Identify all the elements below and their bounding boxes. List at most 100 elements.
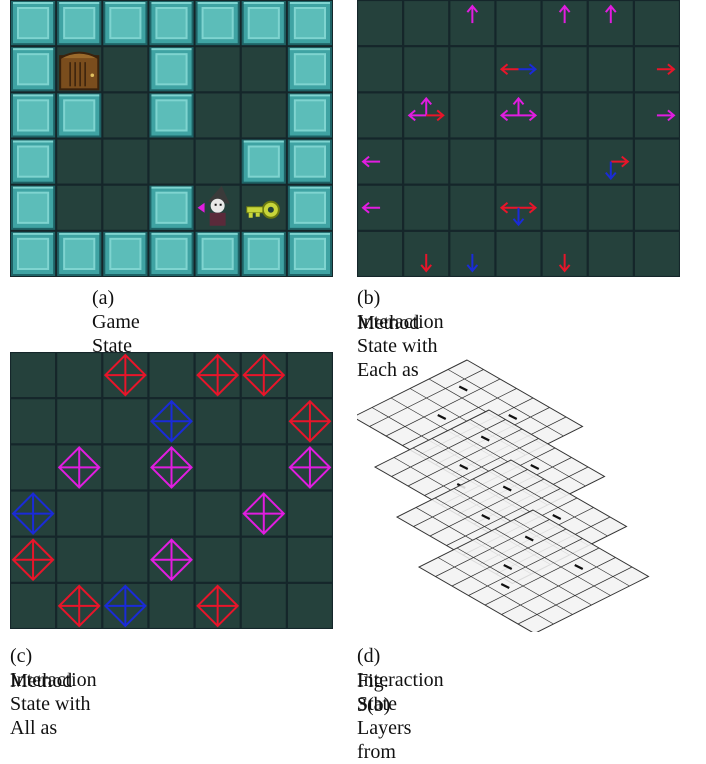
grid-cell (103, 139, 148, 184)
grid-cell (404, 185, 449, 230)
grid-cell (496, 231, 541, 276)
grid-cell (241, 399, 286, 444)
wall-tile (11, 1, 55, 45)
wall-tile (149, 47, 193, 91)
wall-tile (103, 232, 147, 276)
wall-tile (288, 140, 332, 184)
grid-cell (358, 1, 403, 46)
interaction-each-grid (357, 0, 680, 277)
grid-cell (103, 537, 148, 582)
grid-cell (241, 583, 286, 628)
wall-tile (57, 1, 101, 45)
grid-cell (57, 139, 102, 184)
grid-cell (241, 445, 286, 490)
grid-cell (358, 47, 403, 92)
caption-d-line2: Fig. 3(b) (357, 669, 390, 717)
wall-tile (242, 140, 286, 184)
grid-cell (149, 139, 194, 184)
grid-cell (542, 139, 587, 184)
grid-cell (358, 93, 403, 138)
grid-cell (195, 47, 240, 92)
grid-cell (287, 583, 332, 628)
wall-tile (103, 1, 147, 45)
wall-tile (288, 93, 332, 137)
grid-cell (450, 185, 495, 230)
grid-cell (103, 445, 148, 490)
grid-cell (195, 139, 240, 184)
grid-cell (195, 399, 240, 444)
wall-tile (11, 232, 55, 276)
grid-cell (542, 47, 587, 92)
grid-cell (404, 1, 449, 46)
grid-cell (241, 47, 286, 92)
grid-cell (542, 185, 587, 230)
grid-cell (103, 399, 148, 444)
caption-c-line2: Method (10, 669, 72, 693)
grid-cell (287, 353, 332, 398)
grid-cell (542, 93, 587, 138)
wall-tile (11, 186, 55, 230)
grid-cell (358, 231, 403, 276)
wall-tile (11, 93, 55, 137)
grid-cell (287, 537, 332, 582)
grid-cell (11, 353, 56, 398)
grid-cell (588, 231, 633, 276)
caption-a: (a) Game State (92, 286, 140, 358)
grid-cell (496, 1, 541, 46)
grid-cell (57, 185, 102, 230)
wall-tile (57, 232, 101, 276)
grid-cell (588, 47, 633, 92)
grid-cell (634, 139, 679, 184)
grid-cell (287, 491, 332, 536)
grid-cell (450, 47, 495, 92)
wall-tile (149, 232, 193, 276)
wall-tile (288, 1, 332, 45)
grid-cell (588, 93, 633, 138)
grid-cell (450, 139, 495, 184)
grid-cell (195, 491, 240, 536)
grid-cell (634, 231, 679, 276)
wall-tile (11, 140, 55, 184)
grid-cell (11, 399, 56, 444)
grid-cell (634, 185, 679, 230)
wall-tile (288, 186, 332, 230)
grid-cell (57, 537, 102, 582)
wall-tile (242, 232, 286, 276)
wall-tile (149, 93, 193, 137)
door-icon (60, 53, 98, 90)
grid-cell (57, 399, 102, 444)
wall-tile (57, 93, 101, 137)
wall-tile (149, 1, 193, 45)
grid-cell (450, 93, 495, 138)
game-state-grid (10, 0, 333, 277)
grid-cell (195, 445, 240, 490)
grid-cell (11, 583, 56, 628)
grid-cell (634, 1, 679, 46)
grid-cell (404, 139, 449, 184)
grid-cell (241, 537, 286, 582)
grid-cell (103, 491, 148, 536)
grid-cell (496, 139, 541, 184)
grid-cell (195, 537, 240, 582)
grid-cell (103, 47, 148, 92)
caption-b-line2: Method (357, 311, 419, 335)
grid-cell (103, 185, 148, 230)
grid-cell (404, 47, 449, 92)
wall-tile (242, 1, 286, 45)
interaction-all-grid (10, 352, 333, 629)
wall-tile (288, 232, 332, 276)
grid-cell (149, 491, 194, 536)
grid-cell (103, 93, 148, 138)
grid-cell (241, 93, 286, 138)
wall-tile (11, 47, 55, 91)
wall-tile (196, 1, 240, 45)
wall-tile (288, 47, 332, 91)
wall-tile (196, 232, 240, 276)
grid-cell (57, 491, 102, 536)
grid-cell (149, 353, 194, 398)
grid-cell (11, 445, 56, 490)
grid-cell (57, 353, 102, 398)
interaction-layers-figure (357, 352, 687, 632)
wall-tile (149, 186, 193, 230)
grid-cell (195, 93, 240, 138)
